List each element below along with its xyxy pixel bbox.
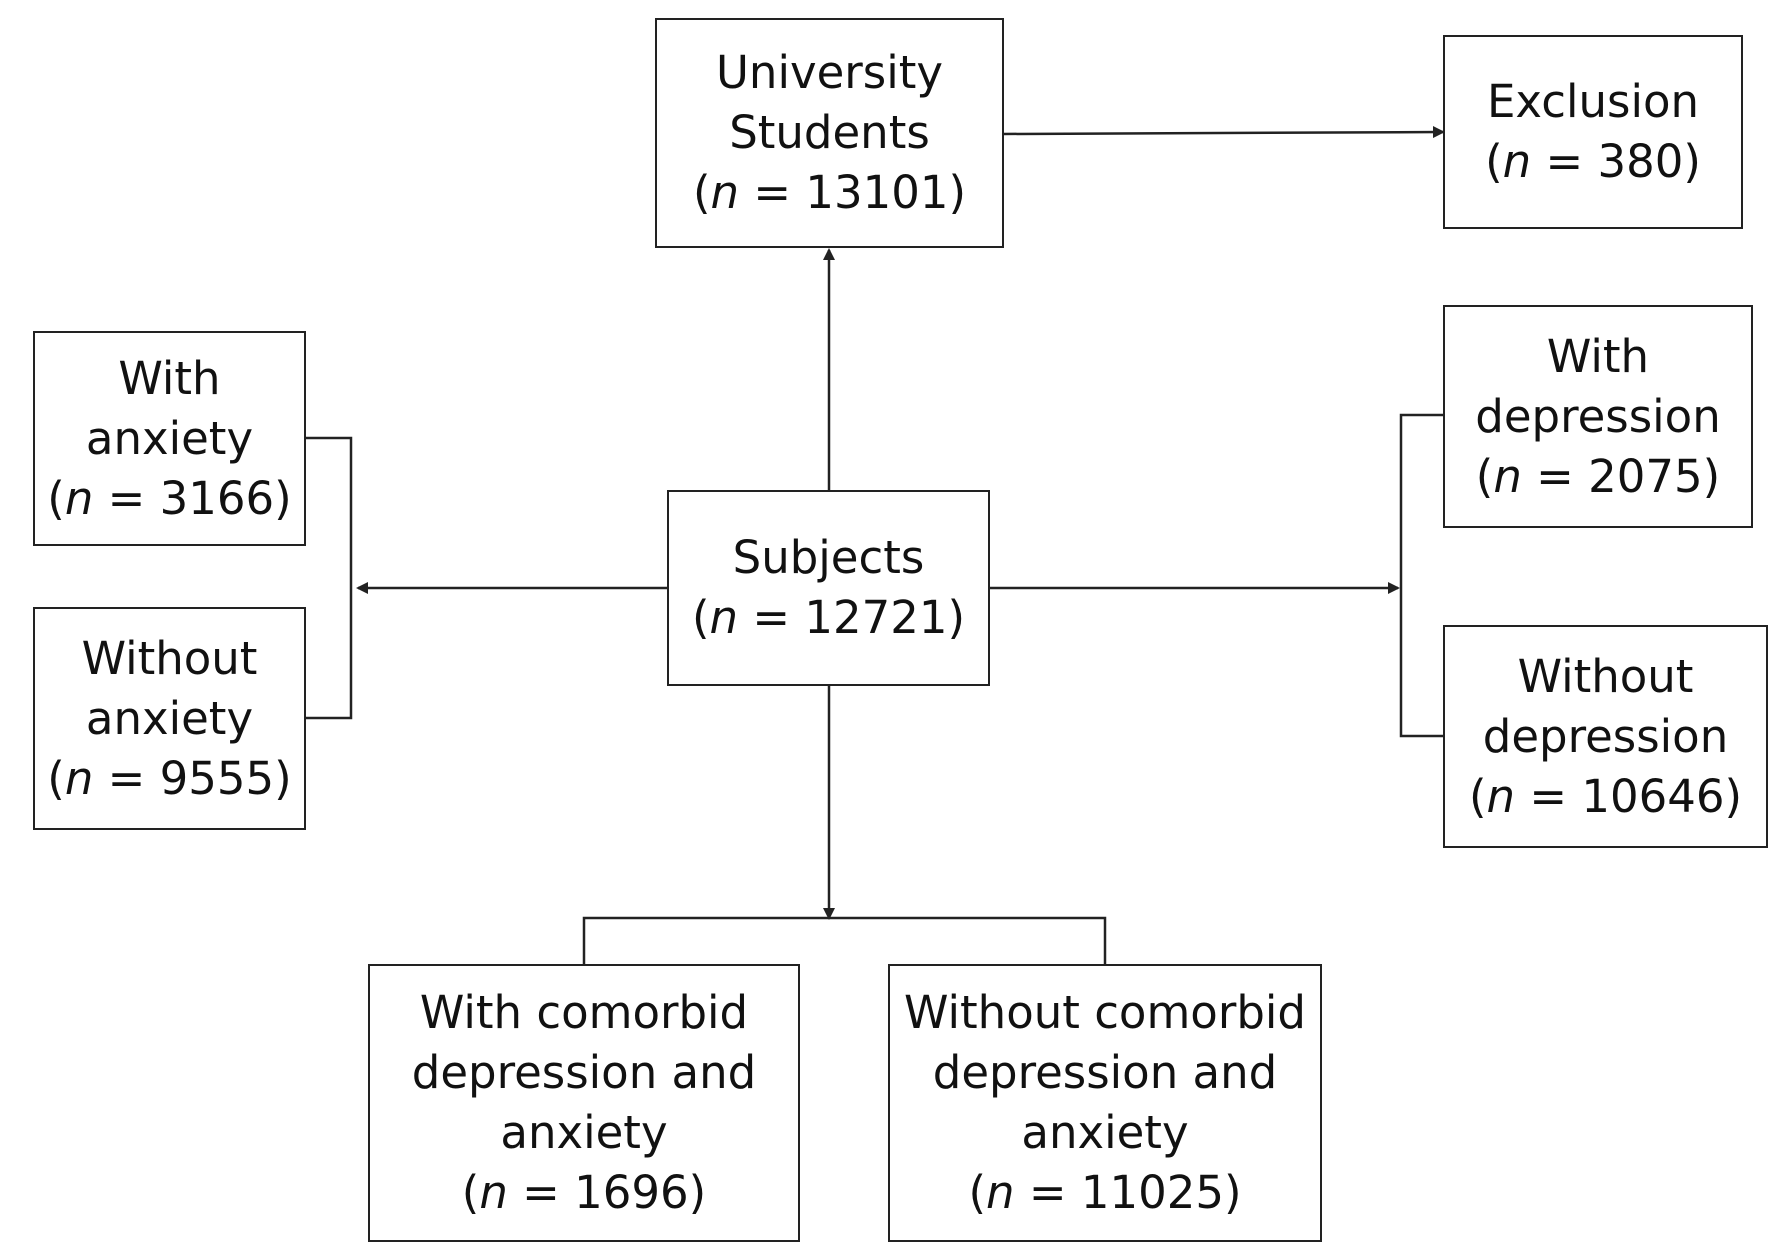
without-anxiety-line-2: anxiety <box>85 691 254 745</box>
without-comorbid-count: (n = 11025) <box>968 1166 1242 1219</box>
without-comorbid-line-2: depression and <box>932 1046 1278 1099</box>
without-anxiety-line-1: Without <box>81 631 258 685</box>
without-comorbid-line-3: anxiety <box>1021 1106 1189 1159</box>
without-anxiety-count: (n = 9555) <box>47 751 292 805</box>
subjects-line-1: Subjects <box>732 531 925 584</box>
with-comorbid-line-1: With comorbid <box>419 986 749 1039</box>
with-anxiety-line-2: anxiety <box>85 411 254 465</box>
university-line-1: University <box>716 46 943 99</box>
subjects-box: Subjects (n = 12721) <box>667 490 990 686</box>
university-line-2: Students <box>729 106 930 159</box>
arrow-to-exclusion <box>1002 126 1445 139</box>
without-comorbid-box: Without comorbid depression and anxiety … <box>888 964 1322 1242</box>
with-anxiety-box: With anxiety (n = 3166) <box>33 331 306 546</box>
with-comorbid-count: (n = 1696) <box>461 1166 707 1219</box>
with-depression-line-2: depression <box>1475 389 1721 443</box>
without-depression-line-1: Without <box>1517 649 1694 703</box>
without-depression-line-2: depression <box>1482 709 1729 763</box>
university-count: (n = 13101) <box>692 166 967 219</box>
with-depression-count: (n = 2075) <box>1475 449 1721 503</box>
with-anxiety-count: (n = 3166) <box>47 471 292 525</box>
with-depression-line-1: With <box>1546 329 1650 383</box>
without-comorbid-line-1: Without comorbid <box>904 986 1306 1039</box>
with-depression-box: With depression (n = 2075) <box>1443 305 1753 528</box>
university-students-box: University Students (n = 13101) <box>655 18 1004 248</box>
comorbid-bracket <box>582 916 1107 964</box>
without-anxiety-box: Without anxiety (n = 9555) <box>33 607 306 830</box>
with-comorbid-box: With comorbid depression and anxiety (n … <box>368 964 800 1242</box>
exclusion-box: Exclusion (n = 380) <box>1443 35 1743 229</box>
with-comorbid-line-2: depression and <box>411 1046 757 1099</box>
subjects-count: (n = 12721) <box>691 591 966 644</box>
exclusion-line-1: Exclusion <box>1486 75 1700 128</box>
with-anxiety-line-1: With <box>118 351 221 405</box>
without-depression-count: (n = 10646) <box>1468 769 1743 823</box>
with-comorbid-line-3: anxiety <box>500 1106 668 1159</box>
anxiety-bracket <box>306 436 353 720</box>
without-depression-box: Without depression (n = 10646) <box>1443 625 1768 848</box>
depression-bracket <box>1399 413 1447 738</box>
exclusion-count: (n = 380) <box>1485 135 1701 188</box>
